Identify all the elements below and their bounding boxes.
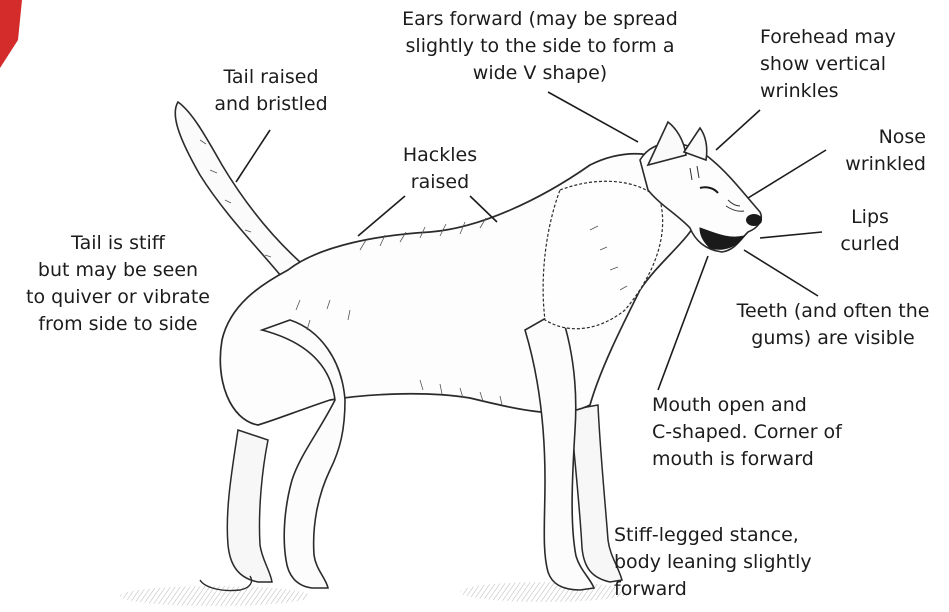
label-tail-raised: Tail raised and bristled bbox=[196, 64, 346, 118]
tail-raised-leader bbox=[236, 130, 270, 182]
label-mouth: Mouth open and C-shaped. Corner of mouth… bbox=[652, 392, 884, 473]
hackles-leader-left bbox=[358, 196, 405, 236]
label-ears: Ears forward (may be spread slightly to … bbox=[383, 6, 697, 87]
label-nose: Nose wrinkled bbox=[820, 124, 926, 178]
forehead-leader bbox=[716, 110, 760, 150]
label-forehead: Forehead may show vertical wrinkles bbox=[760, 24, 930, 105]
teeth-leader bbox=[744, 250, 818, 296]
nose-leader bbox=[748, 150, 826, 198]
mouth-leader bbox=[658, 256, 708, 390]
ears-leader bbox=[548, 92, 638, 142]
lips-leader bbox=[760, 232, 822, 238]
hackles-leader-right bbox=[470, 196, 497, 222]
label-stance: Stiff-legged stance, body leaning slight… bbox=[614, 522, 854, 603]
label-hackles: Hackles raised bbox=[385, 142, 495, 196]
label-lips: Lips curled bbox=[820, 204, 920, 258]
label-tail-stiff: Tail is stiff but may be seen to quiver … bbox=[4, 230, 232, 338]
label-teeth: Teeth (and often the gums) are visible bbox=[718, 298, 948, 352]
